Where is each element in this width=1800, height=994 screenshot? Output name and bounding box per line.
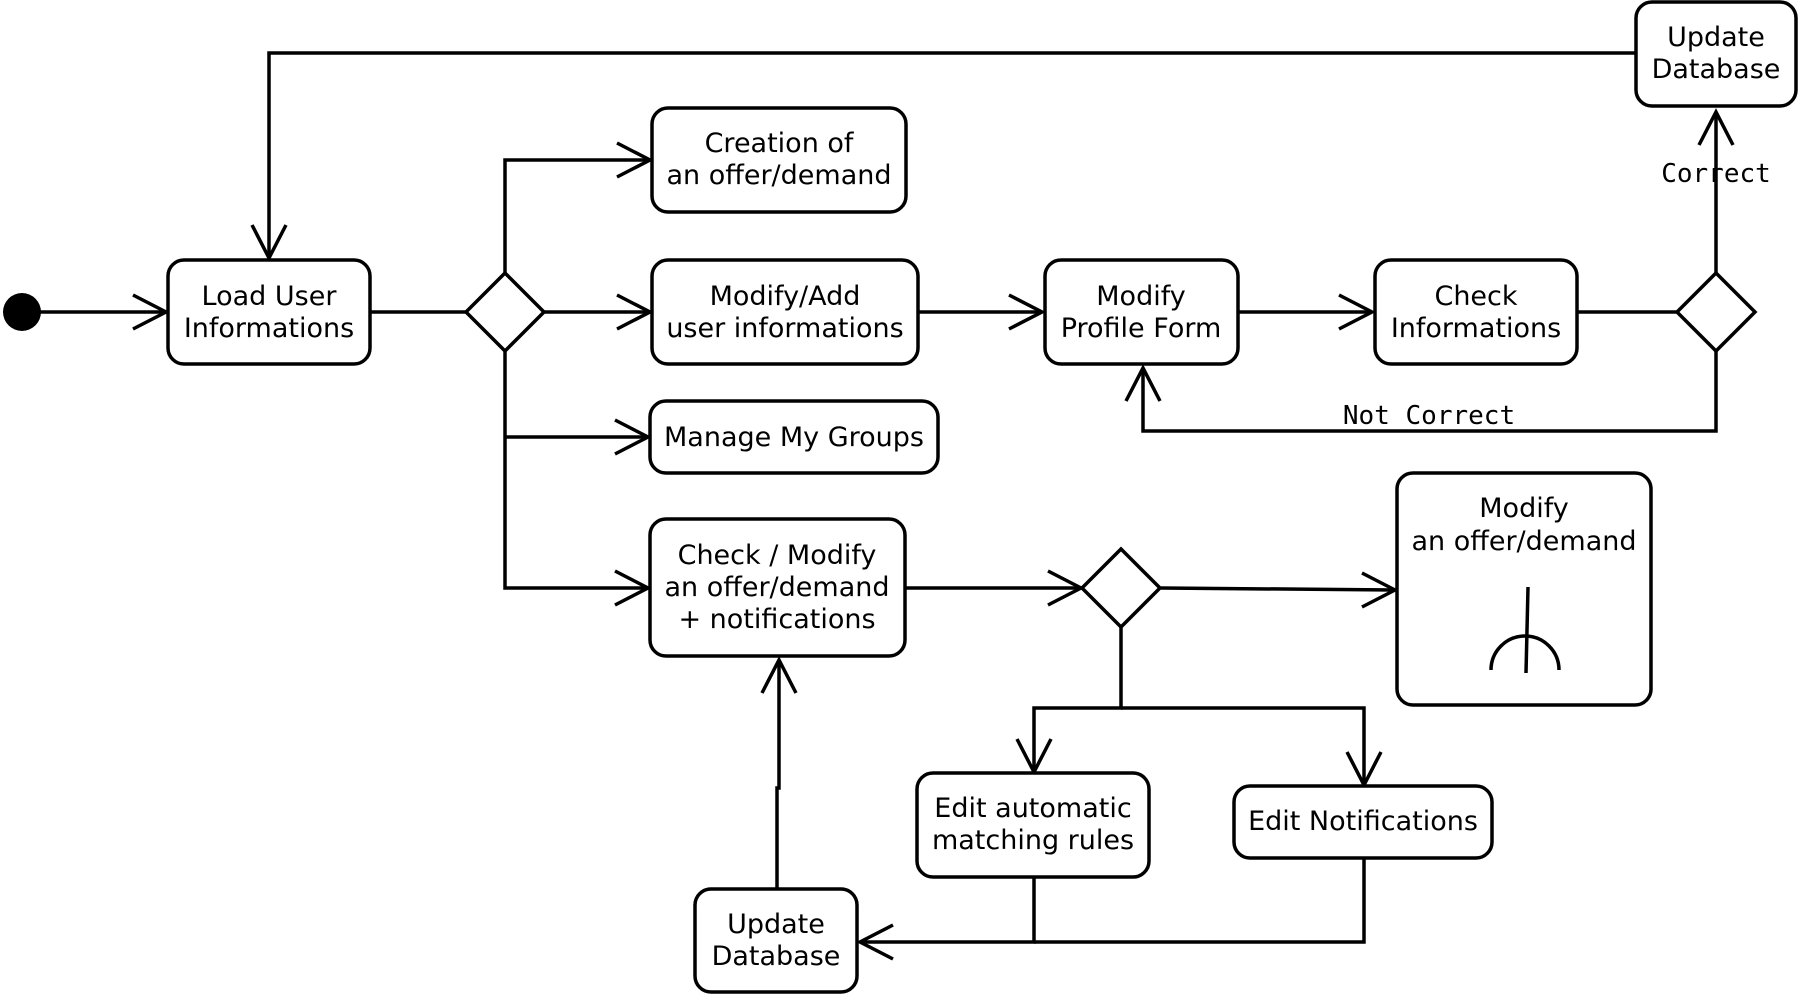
decision-main bbox=[463, 270, 547, 354]
decision-check bbox=[1674, 270, 1758, 354]
arrowhead bbox=[616, 141, 654, 179]
svg-text:Manage My Groups: Manage My Groups bbox=[664, 422, 924, 453]
arrowhead bbox=[132, 293, 170, 331]
svg-text:Edit Notifications: Edit Notifications bbox=[1248, 806, 1478, 837]
arrowhead bbox=[1338, 293, 1376, 331]
edge-update-bottom-to-check-offer bbox=[775, 660, 781, 888]
edge-update-to-load bbox=[267, 51, 1636, 258]
arrowhead bbox=[1697, 108, 1735, 146]
arrowhead bbox=[760, 656, 798, 694]
edge-decision-to-modify-offer bbox=[1160, 586, 1396, 592]
action-manage-my-groups: Manage My Groups bbox=[648, 399, 940, 475]
arrowheads bbox=[132, 108, 1735, 961]
edge-decision-to-edit-rules bbox=[1032, 627, 1123, 772]
edge-decision-to-edit-notifications bbox=[1121, 706, 1366, 785]
guard-not-correct: Not Correct bbox=[1343, 401, 1515, 431]
arrowhead bbox=[614, 569, 652, 607]
arrowhead bbox=[1124, 364, 1162, 402]
arrowhead bbox=[616, 293, 654, 331]
rake-icon bbox=[1489, 586, 1561, 674]
initial-node bbox=[3, 293, 41, 331]
edge-decision-to-creation bbox=[503, 158, 650, 273]
edge-decision-to-check-offer bbox=[503, 351, 648, 590]
arrowhead bbox=[614, 418, 652, 456]
arrowhead bbox=[1008, 293, 1046, 331]
guard-correct: Correct bbox=[1661, 159, 1771, 189]
arrowhead bbox=[1361, 571, 1399, 609]
action-edit-notifications: Edit Notifications bbox=[1232, 784, 1494, 860]
decision-offer bbox=[1079, 546, 1163, 630]
arrowhead bbox=[250, 224, 288, 262]
edges bbox=[40, 51, 1718, 944]
edge-not-correct-to-profile bbox=[1141, 351, 1718, 433]
edge-rules-to-update-bottom bbox=[860, 878, 1036, 944]
arrowhead bbox=[856, 923, 894, 961]
edge-notifications-to-update-bottom bbox=[1034, 858, 1366, 944]
